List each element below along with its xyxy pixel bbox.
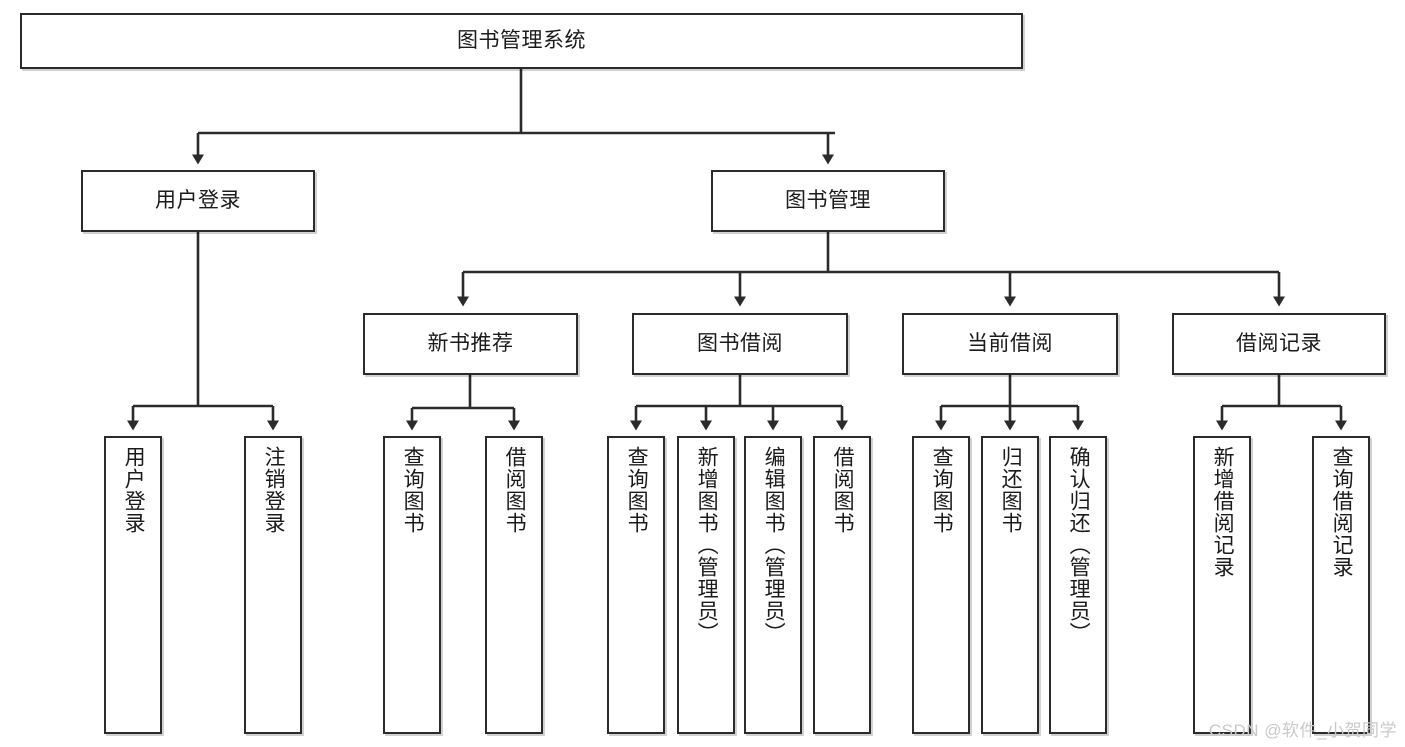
node-current-borrow-label: 当前借阅 <box>967 331 1053 355</box>
leaf-user-login-logout[interactable]: 注销登录 <box>244 436 302 734</box>
leaf-current-borrow-confirm[interactable]: 确认归还（管理员） <box>1049 436 1107 734</box>
node-current-borrow[interactable]: 当前借阅 <box>902 313 1118 375</box>
node-user-login[interactable]: 用户登录 <box>81 170 315 232</box>
leaf-book-borrow-query[interactable]: 查询图书 <box>607 436 665 734</box>
node-new-book-recommend[interactable]: 新书推荐 <box>363 313 578 375</box>
leaf-label: 借阅图书 <box>503 446 527 534</box>
leaf-book-borrow-borrow[interactable]: 借阅图书 <box>813 436 871 734</box>
leaf-label: 用户登录 <box>122 446 146 534</box>
leaf-label: 确认归还（管理员） <box>1067 446 1091 644</box>
leaf-new-book-borrow[interactable]: 借阅图书 <box>485 436 543 734</box>
leaf-book-borrow-add[interactable]: 新增图书（管理员） <box>677 436 735 734</box>
node-borrow-record[interactable]: 借阅记录 <box>1172 313 1386 375</box>
node-root-label: 图书管理系统 <box>457 28 586 52</box>
node-borrow-record-label: 借阅记录 <box>1236 331 1322 355</box>
leaf-label: 查询图书 <box>625 446 649 534</box>
leaf-label: 归还图书 <box>999 446 1023 534</box>
leaf-label: 查询借阅记录 <box>1330 446 1354 578</box>
leaf-new-book-query[interactable]: 查询图书 <box>383 436 441 734</box>
leaf-label: 新增图书（管理员） <box>695 446 719 644</box>
leaf-user-login-login[interactable]: 用户登录 <box>104 436 162 734</box>
leaf-label: 编辑图书（管理员） <box>762 446 786 644</box>
node-user-login-label: 用户登录 <box>155 188 241 212</box>
leaf-current-borrow-return[interactable]: 归还图书 <box>981 436 1039 734</box>
leaf-label: 借阅图书 <box>831 446 855 534</box>
node-book-management[interactable]: 图书管理 <box>711 170 945 232</box>
leaf-label: 注销登录 <box>262 446 286 534</box>
leaf-label: 新增借阅记录 <box>1211 446 1235 578</box>
node-book-borrow[interactable]: 图书借阅 <box>632 313 848 375</box>
node-new-book-recommend-label: 新书推荐 <box>427 331 514 355</box>
leaf-borrow-record-add[interactable]: 新增借阅记录 <box>1193 436 1251 734</box>
node-book-borrow-label: 图书借阅 <box>697 331 783 355</box>
node-book-management-label: 图书管理 <box>785 188 871 212</box>
leaf-book-borrow-edit[interactable]: 编辑图书（管理员） <box>744 436 802 734</box>
leaf-current-borrow-query[interactable]: 查询图书 <box>912 436 970 734</box>
leaf-label: 查询图书 <box>401 446 425 534</box>
leaf-label: 查询图书 <box>930 446 954 534</box>
node-root[interactable]: 图书管理系统 <box>20 13 1023 69</box>
leaf-borrow-record-query[interactable]: 查询借阅记录 <box>1312 436 1370 734</box>
watermark: CSDN @软件_小贺同学 <box>1208 721 1397 740</box>
